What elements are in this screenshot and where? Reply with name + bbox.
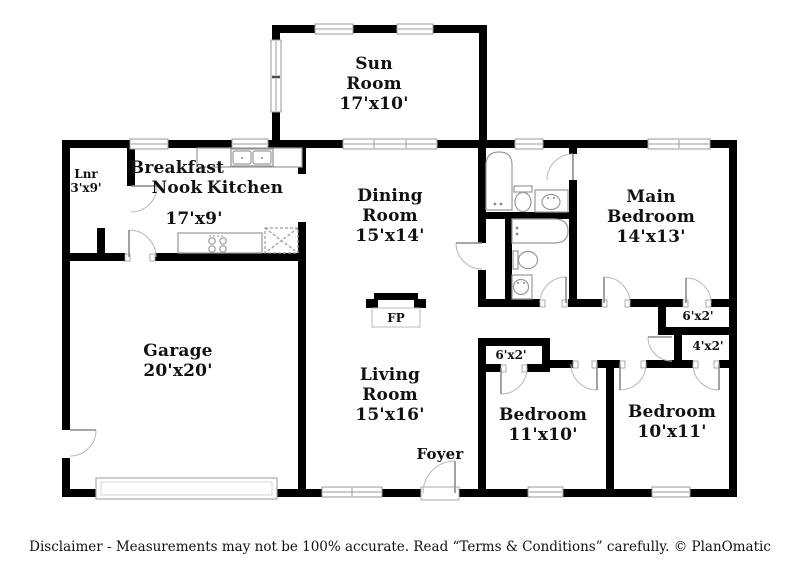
- door-dining-hall: [455, 242, 483, 270]
- window: [321, 486, 383, 498]
- closet-label-main-bedroom: 6'x2': [682, 308, 714, 323]
- sunroom-wall-top: [272, 25, 487, 33]
- bedrooms-top-wall-3: [646, 360, 693, 368]
- fixtures: [177, 147, 569, 300]
- door-bath2: [539, 276, 567, 304]
- doors: [62, 153, 720, 501]
- mb-closet-wall-bottom: [658, 327, 737, 335]
- dining-wall-1: [478, 148, 486, 243]
- door-front-entry: [420, 460, 460, 501]
- closet4x2-wall-left: [674, 335, 682, 368]
- door-bd1-closet: [500, 367, 528, 395]
- window: [651, 486, 691, 498]
- garage-wall-top-2: [155, 253, 306, 261]
- window: [396, 23, 434, 35]
- mb-closet-wall-left: [658, 299, 666, 335]
- bath1-wall-right-a: [569, 148, 577, 154]
- window-slider: [342, 138, 438, 150]
- door-bedroom-left: [570, 363, 598, 391]
- sink-vanity-1: [534, 189, 569, 213]
- bd1-closet-bottom-2: [527, 364, 550, 372]
- room-size-breakfast-nook: 17'x9': [165, 208, 223, 229]
- kitchen-counter-bottom: [177, 232, 263, 254]
- hall-top-wall-2: [568, 299, 602, 307]
- fireplace: [366, 293, 426, 328]
- room-label-foyer: Foyer: [416, 445, 464, 464]
- door-mb-closet: [685, 277, 712, 304]
- sunroom-wall-right: [479, 25, 487, 148]
- bathtub-1: [485, 151, 513, 211]
- bd1-closet-right: [542, 338, 550, 372]
- window: [647, 138, 711, 150]
- toilet-2: [512, 250, 539, 270]
- hall-west-wall: [478, 338, 486, 489]
- bedrooms-top-wall-1: [550, 360, 573, 368]
- bd1-closet-top: [478, 338, 550, 346]
- bd1-closet-bottom-1: [478, 364, 501, 372]
- bedroom-divider-wall: [606, 360, 614, 489]
- bedrooms-top-wall-4: [719, 360, 737, 368]
- refrigerator: [264, 227, 299, 254]
- window: [527, 486, 564, 498]
- door-bedroom-right: [619, 363, 647, 391]
- bath1-wall-right-b: [569, 180, 577, 307]
- room-label-breakfast-nook: Breakfast Nook: [129, 157, 225, 198]
- window: [270, 39, 282, 77]
- wall-left-upper: [62, 140, 70, 430]
- window: [514, 138, 544, 150]
- hall-top-wall-3: [630, 299, 683, 307]
- door-linen-closet: [647, 336, 673, 362]
- laundry-wall-stub: [97, 228, 105, 253]
- door-garage-nook: [128, 229, 157, 258]
- closet-label-bedroom-right: 4'x2': [692, 338, 724, 353]
- wall-top-left: [62, 140, 283, 148]
- disclaimer-text: Disclaimer - Measurements may not be 100…: [29, 539, 771, 555]
- hall-top-wall-1: [478, 299, 540, 307]
- wall-bottom-3: [458, 489, 737, 497]
- door-bath1: [546, 153, 574, 181]
- door-main-bedroom: [603, 276, 631, 304]
- wall-bottom-1: [62, 489, 96, 497]
- fireplace-label: FP: [387, 310, 405, 325]
- closet-label-bedroom-left: 6'x2': [495, 347, 527, 362]
- hall-top-wall-4: [711, 299, 737, 307]
- door-garage-side: [62, 429, 97, 457]
- living-wall-left: [298, 222, 306, 489]
- door-bd2-closet: [692, 363, 720, 391]
- door-laundry: [130, 185, 158, 213]
- window: [270, 77, 282, 113]
- bath1-wall-bottom: [478, 212, 576, 219]
- kitchen-counter-top: [196, 147, 303, 168]
- laundry-wall-right: [127, 148, 135, 186]
- bathtub-2: [511, 218, 569, 244]
- room-label-kitchen: Kitchen: [206, 177, 284, 198]
- bath2-wall-left: [505, 219, 512, 299]
- toilet-1: [513, 185, 533, 213]
- sink-vanity-2: [511, 274, 533, 300]
- window: [314, 23, 354, 35]
- windows: [129, 23, 711, 498]
- garage-door: [95, 477, 278, 500]
- dining-wall-2: [478, 270, 486, 307]
- wall-top-right: [479, 140, 737, 148]
- wall-left-lower: [62, 458, 70, 497]
- window: [129, 138, 169, 150]
- garage-wall-top-1: [70, 253, 125, 261]
- wall-right: [729, 140, 737, 497]
